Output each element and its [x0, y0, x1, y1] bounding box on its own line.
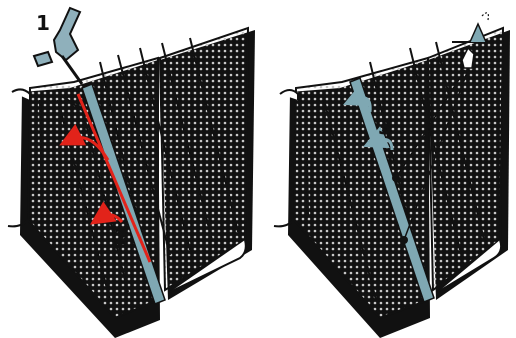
left-panel: 1 2: [8, 8, 255, 338]
seam-point-marker: [392, 174, 400, 182]
step-3-label: 3: [378, 115, 392, 139]
left-wallpaper-sheet: [274, 58, 430, 338]
left-wallpaper-sheet: [8, 58, 160, 338]
seam-point-marker: [400, 236, 408, 244]
right-panel: 3: [274, 13, 510, 338]
step-1-label: 1: [36, 11, 50, 35]
step-2-label: 2: [114, 225, 128, 249]
